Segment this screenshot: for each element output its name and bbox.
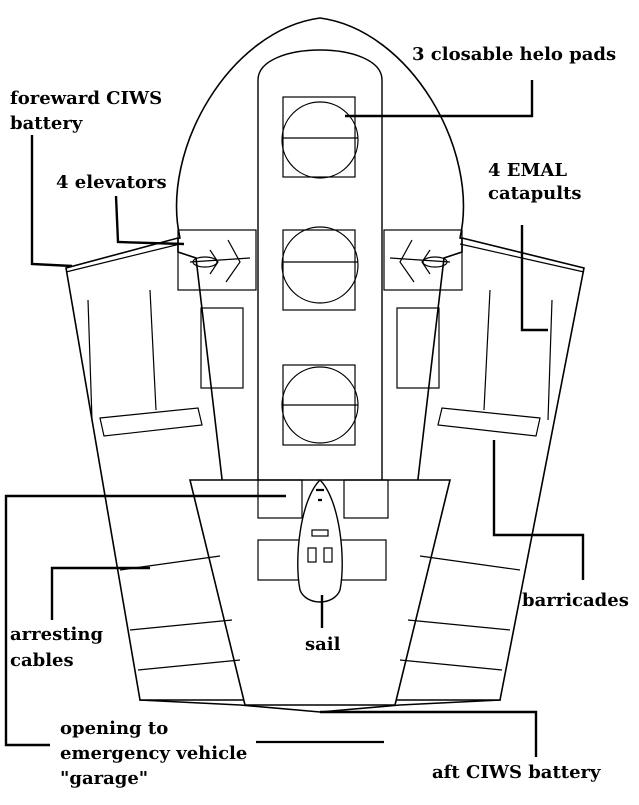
leader-barricades [492, 440, 585, 580]
label-garage-2: emergency vehicle [60, 743, 248, 764]
label-garage-3: "garage" [60, 768, 149, 789]
port-barricade [99, 407, 203, 437]
starboard-jet-icon [389, 239, 451, 283]
port-elevator-fwd [177, 229, 257, 291]
helo-pad-3 [281, 364, 359, 446]
label-arresting-2: cables [10, 650, 74, 671]
label-barricades: barricades [522, 590, 629, 611]
label-fwd-ciws-1: foreward CIWS [10, 88, 163, 109]
label-elevators: 4 elevators [56, 172, 167, 193]
starboard-elevator-aft [396, 307, 440, 389]
sail-structure [297, 479, 343, 603]
leader-lines [4, 80, 585, 757]
label-emal-1: 4 EMAL [488, 160, 568, 181]
label-sail: sail [305, 634, 341, 655]
label-emal-2: catapults [488, 183, 582, 204]
starboard-catapult-2 [483, 289, 491, 411]
helo-pad-1 [281, 96, 359, 179]
leader-aft-ciws [320, 710, 538, 757]
label-fwd-ciws-2: battery [10, 113, 83, 134]
deck-box-port [257, 479, 303, 519]
port-elevator-aft [200, 307, 244, 389]
leader-elevators [114, 195, 185, 246]
port-wing-edge [65, 243, 181, 273]
label-helo-pads: 3 closable helo pads [412, 44, 617, 65]
starboard-barricade [437, 407, 541, 437]
port-jet-icon [189, 239, 251, 283]
port-cable-3 [137, 659, 241, 671]
port-cable-2 [129, 619, 233, 631]
label-arresting-1: arresting [10, 624, 104, 645]
label-aft-ciws: aft CIWS battery [432, 762, 601, 783]
starboard-catapult-1 [547, 299, 553, 421]
port-catapult-2 [149, 289, 157, 411]
helo-pad-2 [281, 226, 359, 311]
label-garage-1: opening to [60, 718, 169, 739]
starboard-cable-1 [419, 555, 521, 571]
leader-helo-pads [345, 80, 534, 118]
leader-arresting [50, 566, 150, 620]
starboard-cable-2 [407, 619, 511, 631]
deck-box-starboard [343, 479, 389, 519]
starboard-elevator-fwd [383, 229, 463, 291]
leader-garage [4, 494, 286, 747]
leader-emal [520, 225, 548, 332]
leader-fwd-ciws [30, 135, 73, 268]
starboard-cable-3 [399, 659, 503, 671]
port-catapult-1 [87, 299, 93, 421]
